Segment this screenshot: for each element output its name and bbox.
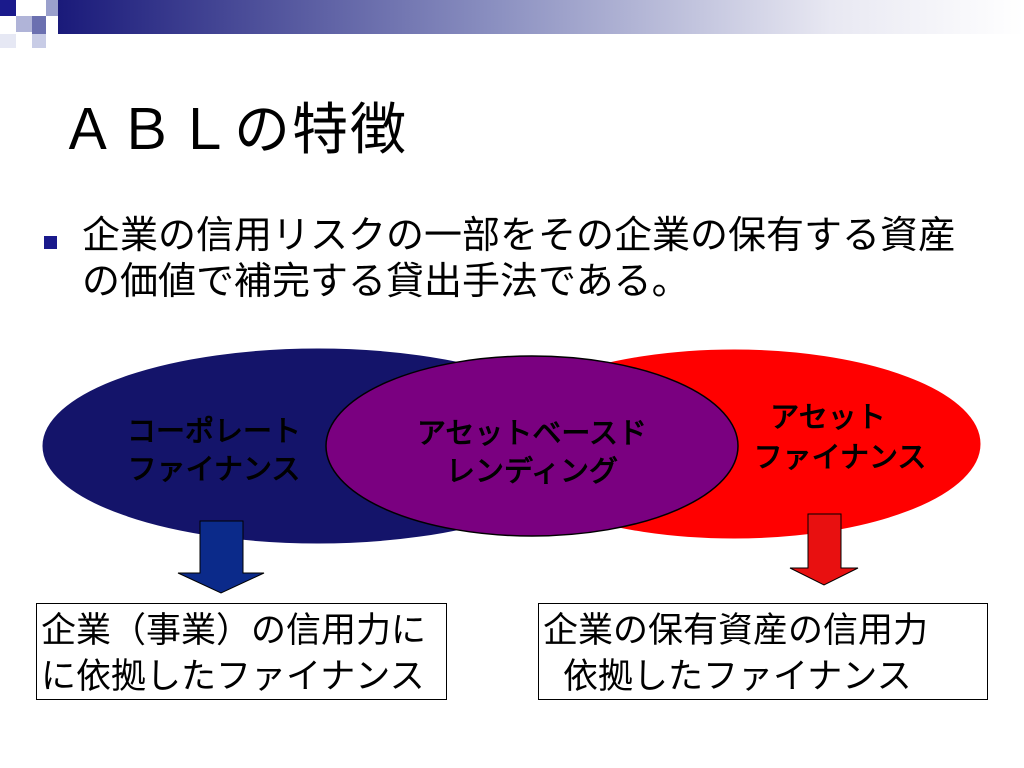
header-gradient-bar [58, 0, 1024, 34]
corporate-credit-box: 企業（事業）の信用力に に依拠したファイナンス [36, 603, 447, 700]
asset-finance-label-1: アセット [770, 400, 885, 434]
asset-credit-line1: 企業の保有資産の信用力 [543, 611, 929, 651]
asset-credit-line2: 依拠したファイナンス [563, 657, 912, 697]
asset-finance-label-2: ファイナンス [754, 440, 927, 474]
slide-title: ＡＢＬの特徴 [60, 98, 408, 163]
abl-label-2: レンディング [446, 454, 618, 488]
corporate-credit-line1: 企業（事業）の信用力に [41, 611, 427, 651]
corporate-credit-line2: に依拠したファイナンス [41, 657, 425, 697]
down-arrow-left-icon [177, 520, 265, 594]
down-arrow-right-icon [789, 513, 859, 586]
corporate-finance-label-2: ファイナンス [128, 452, 301, 486]
abl-label-1: アセットベースド [417, 416, 647, 450]
abl-ellipse [325, 355, 739, 537]
bullet-square-icon [44, 236, 57, 249]
slide-body-text: 企業の信用リスクの一部をその企業の保有する資産の価値で補完する貸出手法である。 [82, 213, 957, 303]
asset-credit-box: 企業の保有資産の信用力 依拠したファイナンス [538, 603, 988, 700]
corporate-finance-label-1: コーポレート [127, 414, 301, 448]
header-decoration [0, 0, 90, 60]
